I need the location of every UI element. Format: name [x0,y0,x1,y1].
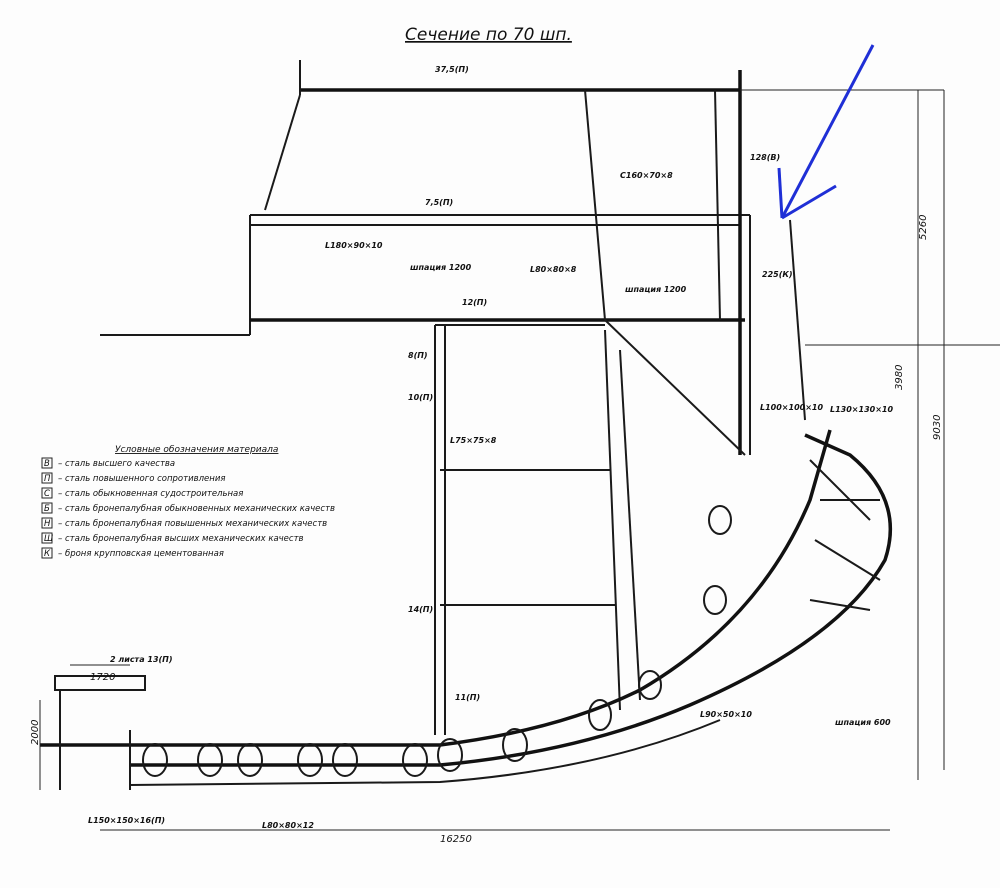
dim-keel-height: 2000 [30,720,41,745]
legend-code: Н [44,519,51,529]
dim-height-upper: 5260 [918,215,929,240]
legend-code-box [41,457,53,469]
legend-item: – сталь бронепалубная обыкновенных механ… [58,504,335,514]
label: 2 листа 13(П) [110,655,173,664]
hull-bottom [40,429,893,790]
legend-code-box [41,532,53,544]
legend-code: Б [44,504,50,514]
label: 128(В) [750,153,780,162]
legend-heading: Условные обозначения материала [115,445,278,455]
label: шпация 600 [835,718,891,727]
legend-code-box [41,502,53,514]
annotation-arrow-icon [777,44,875,220]
legend-code: П [44,474,51,484]
material-legend: Условные обозначения материала В – сталь … [41,445,335,559]
label: С160×70×8 [620,171,673,180]
label: L130×130×10 [830,405,893,414]
legend-code-box [41,472,53,484]
dim-half-breadth: 16250 [440,834,472,845]
legend-item: – сталь обыкновенная судостроительная [58,489,243,499]
label: L75×75×8 [450,436,497,445]
member-labels: 37,5(П) 7,5(П) шпация 1200 шпация 1200 L… [88,65,893,830]
dim-height-mid: 3980 [894,365,905,390]
dim-height-right: 9030 [932,415,943,440]
label: 12(П) [462,298,487,307]
legend-item: – сталь повышенного сопротивления [58,474,225,484]
legend-item: – сталь высшего качества [58,459,175,469]
legend-code-box [41,487,53,499]
legend-item: – сталь бронепалубная повышенных механич… [58,519,327,529]
label: шпация 1200 [625,285,687,294]
legend-code: К [44,549,51,559]
label: L150×150×16(П) [88,816,165,825]
lightening-holes [142,505,732,777]
legend-item: – сталь бронепалубная высших механически… [58,534,304,544]
label: 37,5(П) [435,65,469,74]
legend-code-box [41,547,53,559]
dim-keel-width: 1720 [90,672,115,683]
label: L100×100×10 [760,403,823,412]
legend-code: В [44,459,50,469]
label: L90×50×10 [700,710,752,719]
label: L180×90×10 [325,241,383,250]
upper-structure [100,60,1000,735]
label: 8(П) [408,351,428,360]
label: 11(П) [455,693,480,702]
legend-code: Ш [44,534,53,544]
label: 10(П) [408,393,433,402]
label: 225(К) [762,270,793,279]
dimension-lines [39,89,945,831]
legend-item: – броня крупповская цементованная [58,549,224,559]
label: L80×80×8 [530,265,577,274]
label: L80×80×12 [262,821,314,830]
label: 14(П) [408,605,433,614]
legend-code: С [44,489,50,499]
drawing-title: Сечение по 70 шп. [405,25,572,45]
legend-code-box [41,517,53,529]
label: 7,5(П) [425,198,453,207]
label: шпация 1200 [410,263,472,272]
